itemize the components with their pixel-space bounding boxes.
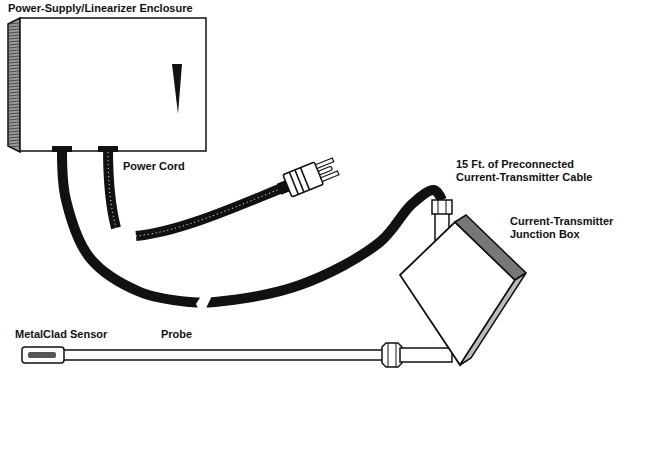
side-hatch [9, 98, 19, 99]
side-hatch [9, 59, 19, 60]
side-hatch [9, 56, 19, 57]
side-hatch [9, 38, 19, 39]
side-hatch [9, 29, 19, 30]
cord-texture [136, 188, 282, 236]
side-hatch [9, 35, 19, 36]
junction-box: Current-Transmitter Junction Box [380, 200, 637, 375]
power-cord [108, 148, 282, 236]
side-hatch [9, 80, 19, 81]
side-hatch [9, 65, 19, 66]
cable-gland [98, 146, 118, 152]
sensor-label: MetalClad Sensor [14, 328, 108, 341]
node-label: Power-Supply/Linearizer Enclosure [8, 2, 208, 15]
enclosure-box: Power-Supply/Linearizer Enclosure [8, 2, 208, 152]
side-hatch [9, 83, 19, 84]
enclosure-front [20, 18, 206, 151]
side-hatch [9, 101, 19, 102]
side-hatch [9, 128, 19, 129]
side-hatch [9, 110, 19, 111]
cable-break [195, 288, 212, 316]
side-hatch [9, 92, 19, 93]
fitting-flat [388, 343, 389, 367]
probe-fitting [382, 343, 402, 367]
side-hatch [9, 50, 19, 51]
cord-segment [136, 188, 282, 236]
enclosure-side [8, 18, 20, 152]
probe-hub [400, 348, 452, 362]
cord-texture [108, 148, 116, 228]
probe-label: Probe [160, 328, 193, 341]
probe-tube [62, 350, 384, 360]
side-hatch [9, 113, 19, 114]
side-hatch [9, 23, 19, 24]
cord-label: Power Cord [122, 160, 186, 173]
sensor-slot [28, 352, 56, 358]
side-hatch [9, 140, 19, 141]
side-hatch [9, 74, 19, 75]
box-side [460, 273, 526, 365]
cord-segment [108, 148, 116, 228]
plug-grip [300, 168, 309, 190]
side-hatch [9, 131, 19, 132]
side-hatch [9, 89, 19, 90]
ground-pin [318, 166, 332, 175]
side-hatch [9, 47, 19, 48]
nut-flat [446, 200, 447, 214]
side-hatch [9, 119, 19, 120]
enclosure-latch [172, 64, 182, 114]
node-outline [8, 18, 208, 152]
side-hatch [9, 134, 19, 135]
transmitter-cable [62, 152, 442, 303]
cable-gland [52, 146, 72, 152]
side-hatch [9, 71, 19, 72]
side-hatch [9, 137, 19, 138]
side-hatch [9, 122, 19, 123]
side-hatch [9, 107, 19, 108]
side-hatch [9, 68, 19, 69]
side-hatch [9, 116, 19, 117]
nut-flat [438, 200, 439, 214]
side-hatch [9, 125, 19, 126]
side-hatch [9, 86, 19, 87]
side-hatch [9, 77, 19, 78]
side-hatch [9, 32, 19, 33]
side-hatch [9, 146, 19, 147]
side-hatch [9, 62, 19, 63]
side-hatch [9, 44, 19, 45]
metalclad-sensor [22, 347, 64, 363]
side-hatch [9, 95, 19, 96]
node-label: Current-Transmitter Junction Box [510, 215, 635, 241]
side-hatch [9, 104, 19, 105]
side-hatch [9, 26, 19, 27]
side-hatch [9, 41, 19, 42]
fitting-flat [396, 343, 397, 367]
cable-nut [432, 200, 452, 214]
cable-label: 15 Ft. of Preconnected Current-Transmitt… [455, 158, 607, 184]
power-plug [275, 155, 341, 200]
side-hatch [9, 143, 19, 144]
side-hatch [9, 53, 19, 54]
box-body [400, 222, 515, 365]
probe-assembly [22, 343, 402, 367]
